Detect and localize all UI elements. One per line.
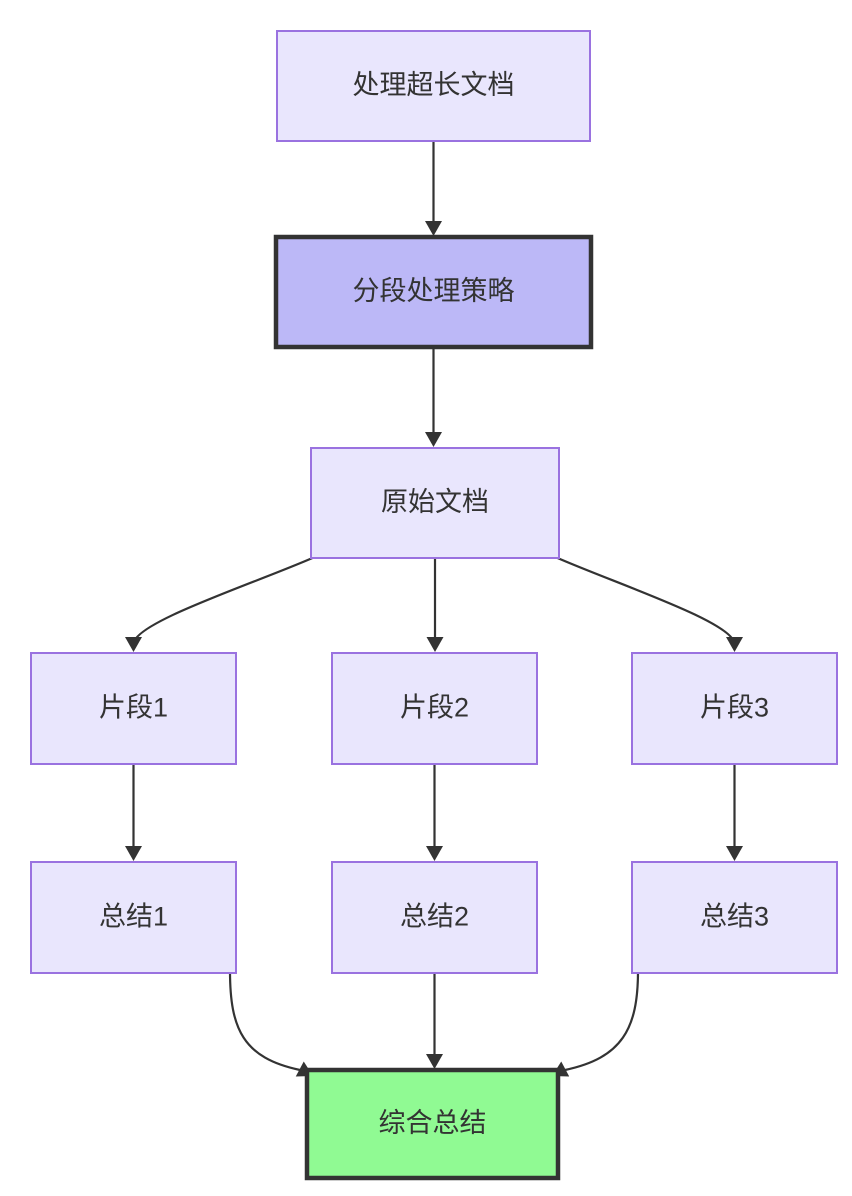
edge-arrowhead: [426, 637, 444, 652]
node-label-doc-task: 处理超长文档: [353, 70, 515, 100]
node-label-summary-3: 总结3: [700, 902, 769, 932]
edge-arrowhead: [125, 637, 142, 652]
edge-arrowhead: [726, 846, 743, 861]
node-label-fragment-1: 片段1: [99, 693, 168, 723]
node-box-source-doc[interactable]: [310, 447, 560, 559]
node-fragment-1[interactable]: 片段1: [30, 652, 237, 765]
node-source-doc[interactable]: 原始文档: [310, 447, 560, 559]
edge-source-doc-to-fragment-3: [552, 554, 736, 645]
node-label-summary-2: 总结2: [400, 902, 469, 932]
edge-arrowhead: [425, 432, 442, 447]
node-fragment-3[interactable]: 片段3: [631, 652, 838, 765]
node-label-source-doc: 原始文档: [381, 487, 489, 517]
edge-arrowhead: [426, 1054, 443, 1069]
node-label-fragment-3: 片段3: [700, 693, 769, 723]
node-doc-task[interactable]: 处理超长文档: [276, 30, 591, 142]
edge-summary-1-to-final-summary: [228, 970, 301, 1072]
node-box-fragment-2[interactable]: [331, 652, 538, 765]
node-label-fragment-2: 片段2: [400, 693, 469, 723]
node-box-summary-2[interactable]: [331, 861, 538, 974]
edge-arrowhead: [125, 846, 142, 861]
node-chunk-strategy[interactable]: 分段处理策略: [273, 234, 594, 350]
node-label-final-summary: 综合总结: [379, 1108, 487, 1138]
node-summary-2[interactable]: 总结2: [331, 861, 538, 974]
edge-arrowhead: [726, 637, 743, 652]
node-box-fragment-3[interactable]: [631, 652, 838, 765]
node-box-final-summary[interactable]: [304, 1067, 561, 1181]
node-box-doc-task[interactable]: [276, 30, 591, 142]
node-box-summary-3[interactable]: [631, 861, 838, 974]
node-label-summary-1: 总结1: [99, 902, 168, 932]
node-box-summary-1[interactable]: [30, 861, 237, 974]
node-label-chunk-strategy: 分段处理策略: [353, 276, 515, 306]
node-final-summary[interactable]: 综合总结: [304, 1067, 561, 1181]
edge-arrowhead: [426, 846, 443, 861]
node-fragment-2[interactable]: 片段2: [331, 652, 538, 765]
edge-source-doc-to-fragment-1: [132, 554, 318, 645]
node-box-chunk-strategy[interactable]: [273, 234, 594, 350]
edge-summary-3-to-final-summary: [564, 970, 640, 1072]
node-summary-3[interactable]: 总结3: [631, 861, 838, 974]
node-box-fragment-1[interactable]: [30, 652, 237, 765]
node-summary-1[interactable]: 总结1: [30, 861, 237, 974]
edge-arrowhead: [425, 221, 442, 236]
edges-layer: [125, 141, 743, 1077]
